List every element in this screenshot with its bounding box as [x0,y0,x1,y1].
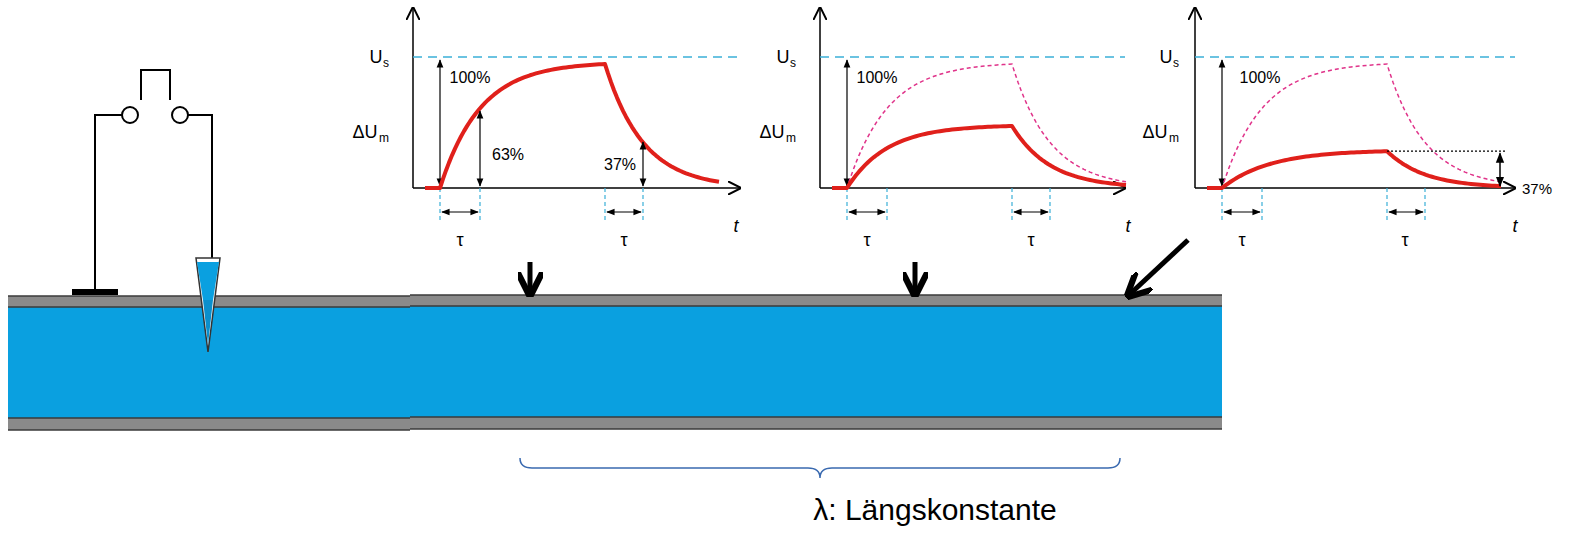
level-line [413,56,740,57]
axis-label: ΔU [759,123,784,141]
potential-curve [832,126,1126,188]
tau-marker [1386,188,1387,222]
percent-arrow [479,111,480,186]
axis-label: t [1125,217,1130,235]
y-axis [1194,8,1196,188]
voltage-graph [413,8,740,222]
level-line [1387,151,1505,152]
axis-label: t [1512,217,1517,235]
tau-arrow [1014,211,1048,212]
micropipette [196,258,220,352]
recording-arrows [530,240,1188,294]
percent-arrow [846,60,847,186]
tau-marker [1221,188,1222,222]
tau-arrow [849,211,885,212]
stimulation-circuit [72,70,212,300]
tau-label: τ [863,231,870,249]
subscript: m [379,132,389,144]
tau-label: τ [1027,231,1034,249]
percent-arrow [1499,153,1501,186]
x-axis [413,187,740,189]
axis-label: U [370,48,383,66]
percent-label: 37% [604,157,636,173]
tau-marker [846,188,847,222]
percent-arrow [642,142,643,186]
tau-marker [604,188,605,222]
tau-marker [1011,188,1012,222]
percent-label: 100% [450,70,491,86]
level-line [820,56,1125,57]
tau-label: τ [1238,231,1245,249]
subscript: s [383,57,389,69]
tau-label: τ [456,231,463,249]
percent-arrow [1221,60,1222,186]
voltage-graph [820,8,1126,222]
axis-label: t [733,217,738,235]
axon-cable [8,295,1222,430]
percent-arrow [439,60,440,186]
reference-curve [832,64,1126,188]
tau-marker [479,188,480,222]
axis-label: U [1160,48,1173,66]
subscript: m [1169,132,1179,144]
percent-label: 100% [1240,70,1281,86]
tau-marker [439,188,440,222]
percent-label: 37% [1522,181,1552,196]
tau-marker [1049,188,1050,222]
potential-curve [1207,151,1501,188]
tau-marker [886,188,887,222]
tau-arrow [1389,211,1423,212]
potential-curve [425,64,719,188]
x-axis [820,187,1125,189]
level-line [1195,56,1515,57]
tau-marker [642,188,643,222]
percent-label: 63% [492,147,524,163]
subscript: s [1173,57,1179,69]
tau-arrow [607,211,641,212]
reference-curve [1207,64,1501,188]
y-axis [412,8,414,188]
tau-marker [1261,188,1262,222]
length-constant-label: λ: Längskonstante [813,495,1057,525]
length-bracket [520,458,1120,478]
tau-label: τ [1401,231,1408,249]
axis-label: ΔU [352,123,377,141]
x-axis [1195,187,1515,189]
tau-marker [1424,188,1425,222]
tau-arrow [442,211,478,212]
voltage-graph [1195,8,1515,222]
percent-label: 100% [857,70,898,86]
subscript: m [786,132,796,144]
axis-label: ΔU [1142,123,1167,141]
y-axis [819,8,821,188]
axis-label: U [777,48,790,66]
tau-label: τ [620,231,627,249]
tau-arrow [1224,211,1260,212]
subscript: s [790,57,796,69]
